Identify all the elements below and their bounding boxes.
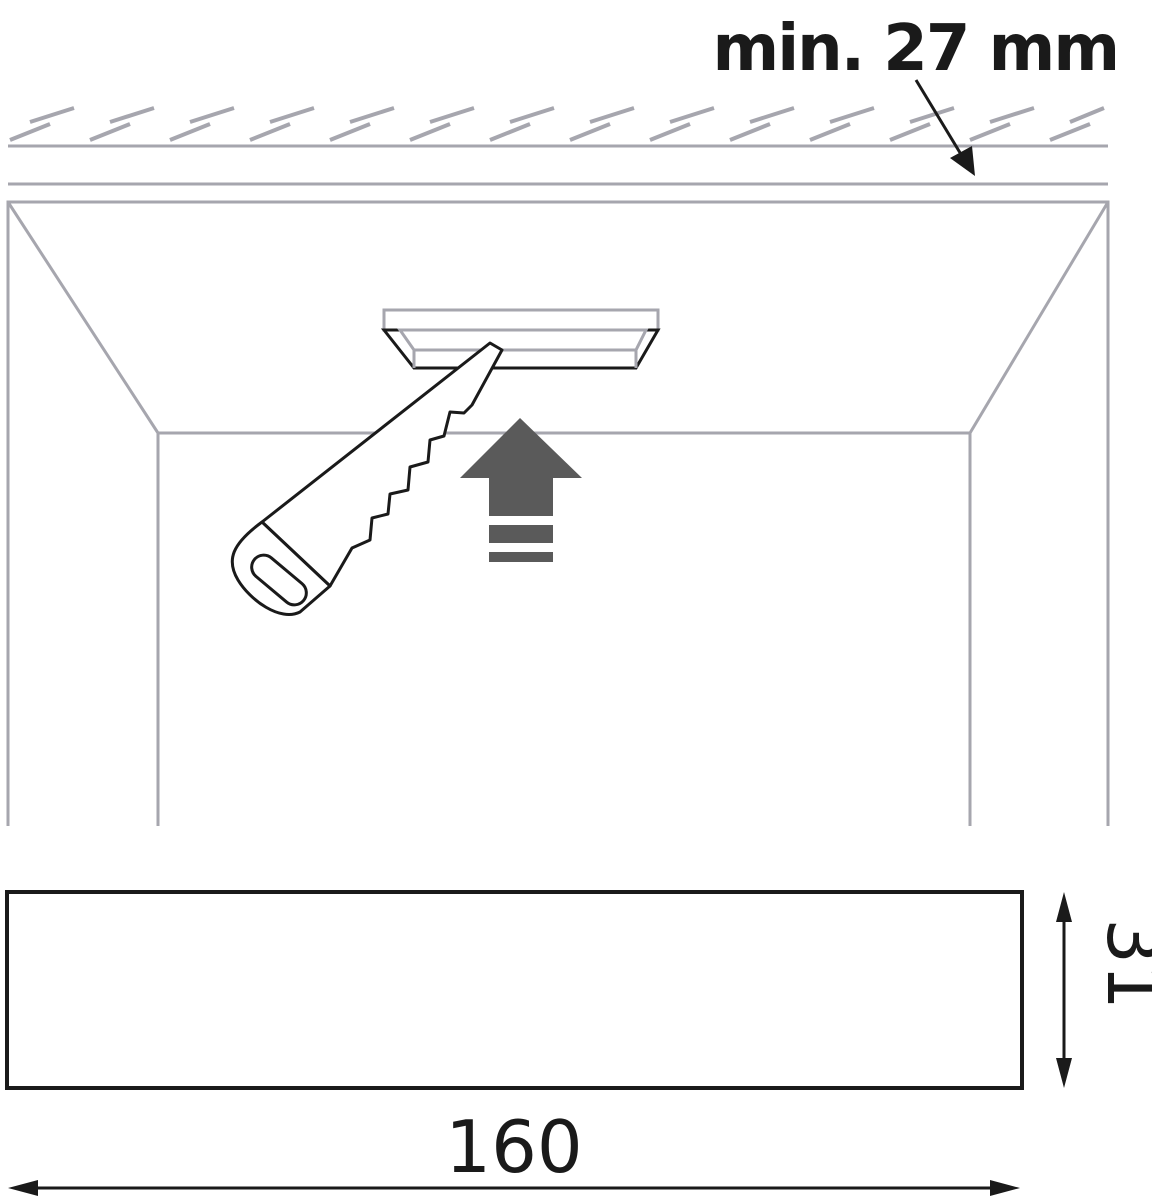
hatch-stroke (569, 122, 611, 142)
up-arrow-dash-2 (489, 552, 553, 562)
hatch-stroke (589, 106, 635, 124)
hatch-stroke (1049, 122, 1091, 142)
hatch-stroke (649, 122, 691, 142)
product-dimensions: 31 160 (5, 890, 1152, 1196)
height-arrow-bottom (1056, 1058, 1072, 1088)
width-label: 160 (445, 1105, 582, 1189)
up-arrow-icon (460, 418, 582, 562)
cutout-frame (382, 308, 660, 332)
saw-icon (230, 341, 504, 616)
hatch-stroke (749, 106, 795, 124)
hatch-stroke (829, 106, 875, 124)
room-edge-left (6, 201, 160, 434)
hatch-stroke (109, 106, 155, 124)
hatch-stroke (349, 106, 395, 124)
hatch-stroke (189, 106, 235, 124)
hatch-stroke (89, 122, 131, 142)
hatch-stroke (969, 122, 1011, 142)
height-arrow-top (1056, 892, 1072, 922)
hatch-stroke (249, 122, 291, 142)
room-inner-outline (156, 431, 972, 826)
ceiling-cutout (380, 308, 661, 370)
hatch-stroke (909, 106, 955, 124)
min-thickness-label: min. 27 mm (713, 12, 1119, 86)
up-arrow-dash-1 (489, 525, 553, 543)
room-edge-right (968, 201, 1110, 434)
product-outline (5, 890, 1024, 1090)
hatch-stroke (29, 106, 75, 124)
hatch-stroke (329, 122, 371, 142)
thickness-pointer (914, 79, 964, 157)
hatch-stroke (729, 122, 771, 142)
up-arrow-stem (489, 478, 553, 516)
hatch-stroke (9, 122, 51, 142)
hatch-stroke (509, 106, 555, 124)
ceiling-hatching (9, 106, 1105, 142)
hatch-stroke (889, 122, 931, 142)
thickness-pointer-arrowhead (950, 146, 975, 176)
hatch-stroke (669, 106, 715, 124)
min-thickness-callout: min. 27 mm (713, 12, 1120, 176)
room-perspective (6, 200, 1110, 826)
width-arrow-left (8, 1180, 38, 1196)
hatch-stroke (169, 122, 211, 142)
hatch-stroke (989, 106, 1035, 124)
height-label: 31 (1091, 918, 1152, 1010)
saw-handle-grip (250, 553, 308, 607)
hatch-stroke (409, 122, 451, 142)
hatch-stroke (429, 106, 475, 124)
ceiling-slab (8, 106, 1108, 186)
hatch-stroke (809, 122, 851, 142)
up-arrow-head (460, 418, 582, 478)
room-back-outline (6, 200, 1110, 826)
hatch-stroke (1069, 106, 1105, 124)
saw-blade (260, 341, 504, 588)
cutout-inner (397, 328, 649, 352)
hatch-stroke (489, 122, 531, 142)
hatch-stroke (269, 106, 315, 124)
width-arrow-right (990, 1180, 1020, 1196)
